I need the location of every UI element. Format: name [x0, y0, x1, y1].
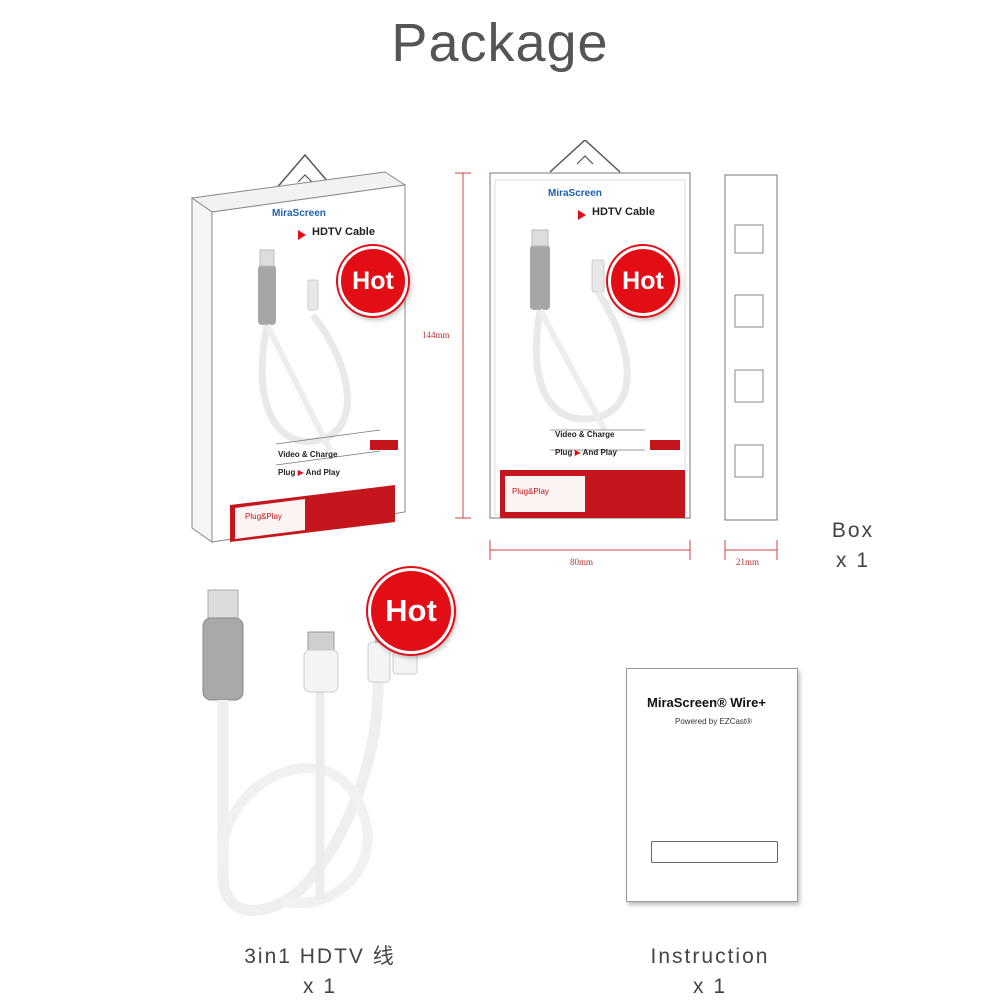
manual-label-box — [651, 841, 778, 863]
box-front-illustration — [455, 140, 691, 560]
box-plug-label: Plug&Play — [245, 512, 282, 521]
box-front-product-label: HDTV Cable — [592, 206, 655, 218]
box-brand-label: MiraScreen — [272, 208, 326, 219]
cable-caption: 3in1 HDTV 线 — [244, 945, 396, 968]
play-arrow-icon: ▶ — [297, 468, 304, 477]
play-arrow-icon — [578, 210, 586, 220]
box-tagline-plug: Plug — [278, 468, 296, 477]
box-front-tagline-plug: Plug — [555, 448, 573, 457]
instruction-manual: MiraScreen® Wire+ Powered by EZCast® — [626, 668, 798, 902]
page-title: Package — [391, 13, 609, 73]
box-front-tagline-1: Video & Charge — [555, 430, 615, 439]
box-tagline-1: Video & Charge — [278, 450, 338, 459]
cable-illustration — [202, 589, 418, 916]
cable-quantity: x 1 — [302, 975, 337, 998]
box-product-label: HDTV Cable — [312, 226, 375, 238]
manual-title: MiraScreen® Wire+ — [647, 695, 766, 710]
dimension-depth-label: 21mm — [736, 557, 760, 567]
box-front-tagline-play: And Play — [582, 448, 617, 457]
dimension-width-label: 80mm — [570, 557, 594, 567]
box-tagline-play: And Play — [305, 468, 340, 477]
box-side-illustration — [724, 174, 778, 560]
box-front-brand-label: MiraScreen — [548, 188, 602, 199]
box-front-plug-label: Plug&Play — [512, 487, 549, 496]
dimension-height-label: 144mm — [422, 330, 450, 340]
instruction-caption: Instruction — [650, 945, 770, 968]
box-quantity: x 1 — [835, 549, 870, 572]
hot-badge: Hot — [368, 568, 454, 654]
play-arrow-icon — [298, 230, 306, 240]
box-caption: Box — [831, 519, 875, 542]
hot-badge: Hot — [608, 246, 678, 316]
hot-badge: Hot — [338, 246, 408, 316]
play-arrow-icon: ▶ — [574, 448, 581, 457]
instruction-quantity: x 1 — [692, 975, 727, 998]
manual-subtitle: Powered by EZCast® — [675, 717, 753, 726]
